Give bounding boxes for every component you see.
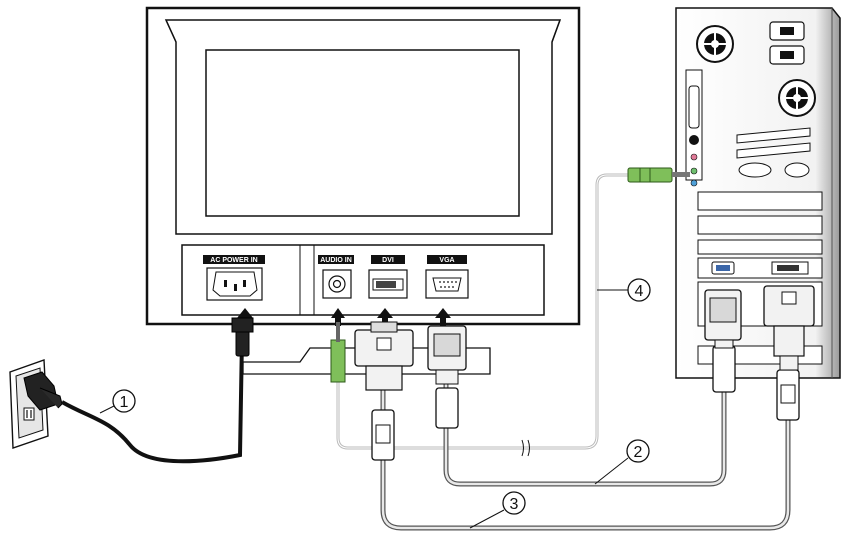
pc-tower xyxy=(675,7,841,379)
dvi-cable xyxy=(354,285,815,531)
vga-port: VGA xyxy=(425,255,469,299)
callout-1: 1 xyxy=(99,389,136,414)
fan-icon xyxy=(696,25,734,63)
arrow-up-icon xyxy=(435,308,451,326)
vga-label: VGA xyxy=(439,257,454,264)
callout-3-label: 3 xyxy=(510,496,519,513)
audio-in-label: AUDIO IN xyxy=(320,257,352,264)
power-cable xyxy=(61,317,254,464)
ac-power-port: AC POWER IN xyxy=(203,255,265,301)
vga-cable xyxy=(427,289,742,487)
arrow-up-icon xyxy=(331,308,345,326)
callout-2-label: 2 xyxy=(634,444,643,461)
callout-1-label: 1 xyxy=(120,394,129,411)
arrow-up-icon xyxy=(377,308,393,326)
arrow-up-icon xyxy=(237,308,253,326)
power-plug xyxy=(23,371,63,411)
callout-4-label: 4 xyxy=(635,283,644,300)
parallel-port xyxy=(688,85,700,129)
callout-4: 4 xyxy=(597,278,651,302)
callout-2: 2 xyxy=(594,439,650,485)
insert-arrows xyxy=(237,308,451,326)
fan-icon xyxy=(778,79,816,117)
audio-jack-green xyxy=(690,167,698,175)
dvi-port: DVI xyxy=(368,255,408,299)
audio-in-port: AUDIO IN xyxy=(318,255,354,299)
audio-cable xyxy=(330,167,690,457)
audio-jack-blue xyxy=(690,179,698,187)
callout-3: 3 xyxy=(469,491,526,529)
dvi-label: DVI xyxy=(382,257,394,264)
audio-jack-pink xyxy=(690,153,698,161)
ac-power-label: AC POWER IN xyxy=(210,257,257,264)
